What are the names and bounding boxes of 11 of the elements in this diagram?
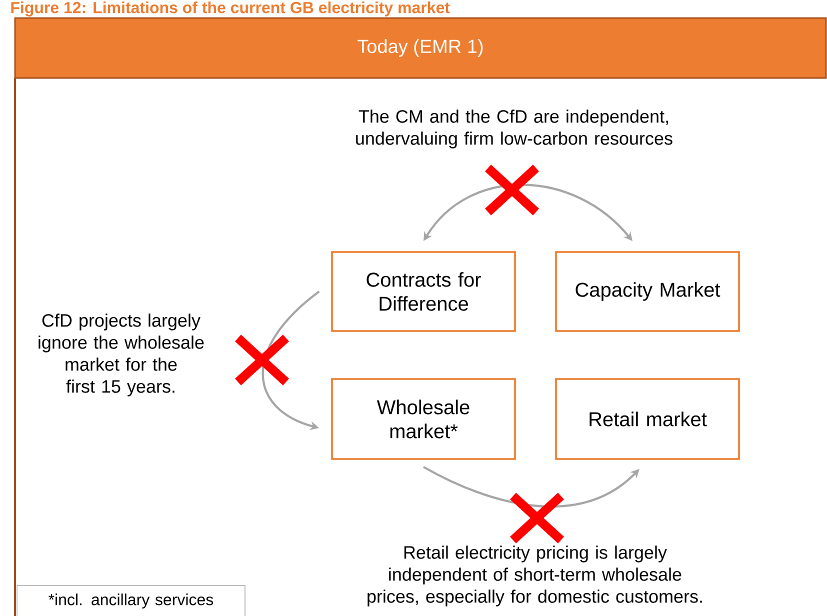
note-text: The CM and the CfD are independent, undervaluing firm low-carbon resources <box>356 110 672 148</box>
curved-arrow <box>422 466 640 508</box>
figure-title: Figure 12: Limitations of the current GB electricity market <box>11 2 450 16</box>
header-band: Today (EMR 1) <box>14 17 827 79</box>
market-box: Capacity Market <box>555 251 740 332</box>
note-text: Retail electricity pricing is largely independent of short-term wholesale prices, especially for domestic customers. <box>368 546 702 606</box>
market-box: Retail market <box>555 378 740 460</box>
market-box: Contracts for Difference <box>331 251 516 332</box>
footnote-box: *incl. ancillary services <box>16 585 246 616</box>
note-text: CfD projects largely ignore the wholesale market for the first 15 years. <box>38 314 204 396</box>
market-box: Wholesale market* <box>331 378 516 460</box>
